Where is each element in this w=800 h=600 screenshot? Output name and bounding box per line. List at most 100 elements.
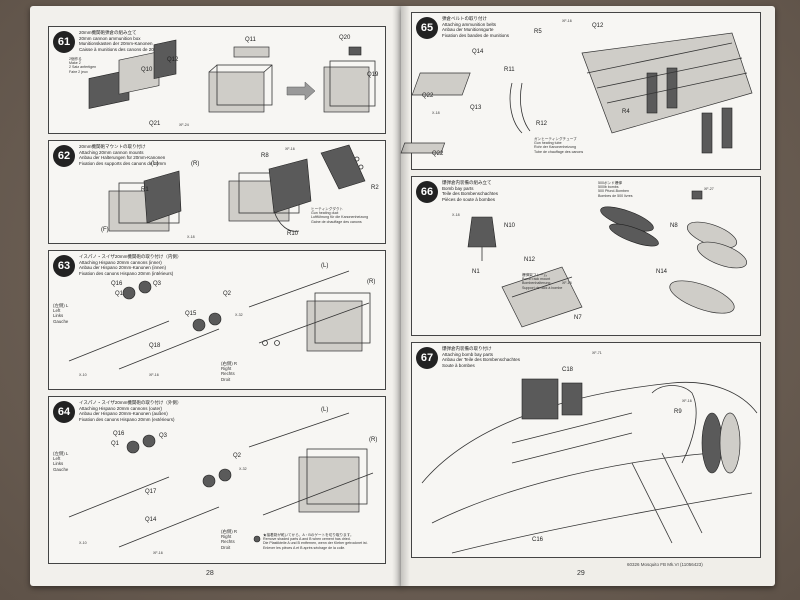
step-62-panel: 62 20mm機関砲マウントの取り付け Attaching 20mm canno… <box>48 140 386 244</box>
step-61-drawing <box>88 39 376 113</box>
step-65-part-label: R5 <box>534 29 542 35</box>
step-64-right-label: (右側) R Right Rechts Droit <box>221 529 238 550</box>
step-61-part-label: Q11 <box>245 37 256 43</box>
step-65-panel: 65 弾倉ベルトの取り付け Attaching ammunition belts… <box>400 12 761 170</box>
step-63-paint-code: X-10 <box>79 373 87 377</box>
step-65-title: 弾倉ベルトの取り付け Attaching ammunition belts An… <box>442 16 510 38</box>
step-63-part-label: Q16 <box>111 281 123 287</box>
step-65-part-label: Q12 <box>592 23 604 29</box>
step-65-part-label: R11 <box>504 67 515 73</box>
step-66-bomb-frame-label: 爆弾架フレーム Bomb rack mount Bombenhalterung … <box>522 273 563 290</box>
step-65-part-label: Q13 <box>470 105 482 111</box>
step-61-paint-code: XF-24 <box>179 123 189 127</box>
book-spine-shadow <box>392 6 410 586</box>
step-67-number: 67 <box>416 347 438 369</box>
step-66-paint-code: X-18 <box>452 213 460 217</box>
step-65-part-label: Q14 <box>472 49 484 55</box>
step-62-part-label: (F) <box>101 227 109 233</box>
step-63-part-label: Q1 <box>115 291 124 297</box>
step-61-part-label: Q10 <box>141 67 153 73</box>
step-66-bomb-label: 500ポンド爆弾 500lb bombs 500 Pfund-Bomben Bo… <box>598 181 633 198</box>
step-62-part-label: R1 <box>141 187 149 193</box>
left-page: 61 20mm機関砲弾倉の組み立て 20mm cannon ammunition… <box>30 6 402 586</box>
step-61-part-label: Q21 <box>149 121 161 127</box>
step-64-left-label: (左側) L Left Links Gauche <box>53 451 69 472</box>
left-page-number: 28 <box>206 570 214 577</box>
step-65-part-label: R12 <box>536 121 548 127</box>
step-63-number: 63 <box>53 255 75 277</box>
step-64-paint-code: XF-16 <box>153 551 163 555</box>
step-64-part-label: Q14 <box>145 517 157 523</box>
step-64-panel: 64 イスパノ・スイザ20mm機関砲の取り付け（外側） Attaching Hi… <box>48 396 386 564</box>
step-64-drawing <box>68 412 374 548</box>
step-64-part-label: Q17 <box>145 489 157 495</box>
step-62-duct-label: ヒーティングダクト Gun heating duct Luftführung f… <box>311 207 369 224</box>
step-66-panel: 66 爆弾倉内装備の組み立て Bomb bay parts Teile des … <box>411 176 761 336</box>
step-65-number: 65 <box>416 17 438 39</box>
step-66-part-label: N7 <box>574 315 582 321</box>
step-63-panel: 63 イスパノ・スイザ20mm機関砲の取り付け（内側） Attaching Hi… <box>48 250 386 390</box>
step-61-part-label: Q19 <box>367 72 379 78</box>
step-65-part-label: Q22 <box>432 151 444 157</box>
step-64-part-label: Q2 <box>233 453 242 459</box>
step-63-part-label: (R) <box>367 279 376 285</box>
step-63-paint-code: XF-16 <box>149 373 159 377</box>
step-63-left-label: (左側) L Left Links Gauche <box>53 303 69 324</box>
step-62-paint-code: XF-16 <box>285 147 295 151</box>
step-63-title: イスパノ・スイザ20mm機関砲の取り付け（内側） Attaching Hispa… <box>79 254 182 276</box>
step-66-part-label: N10 <box>504 223 516 229</box>
step-62-part-label: R10 <box>287 231 299 237</box>
step-66-part-label: N8 <box>670 223 678 229</box>
step-62-paint-code: X-18 <box>187 235 195 239</box>
step-66-number: 66 <box>416 181 438 203</box>
step-67-panel: 67 爆弾倉内装備の取り付け Attaching bomb bay parts … <box>411 342 761 558</box>
step-62-part-label: (L) <box>151 161 159 167</box>
step-66-paint-code: XF-16 <box>562 281 572 285</box>
step-61-panel: 61 20mm機関砲弾倉の組み立て 20mm cannon ammunition… <box>48 26 386 134</box>
step-67-part-label: R9 <box>674 409 682 415</box>
step-65-part-label: R4 <box>622 109 630 115</box>
step-63-part-label: Q15 <box>185 311 197 317</box>
step-63-paint-code: X-32 <box>235 313 243 317</box>
step-64-part-label: Q16 <box>113 431 125 437</box>
step-66-paint-code: XF-27 <box>704 187 714 191</box>
step-62-part-label: R2 <box>371 185 379 191</box>
step-67-title: 爆弾倉内装備の取り付け Attaching bomb bay parts Anb… <box>442 346 520 368</box>
step-61-number: 61 <box>53 31 75 53</box>
step-67-part-label: C16 <box>532 537 544 543</box>
step-66-part-label: N1 <box>472 269 480 275</box>
step-65-drawing <box>400 32 753 154</box>
step-67-paint-code: XF-16 <box>682 399 692 403</box>
step-65-paint-code: X-18 <box>432 111 440 115</box>
step-61-title: 20mm機関砲弾倉の組み立て 20mm cannon ammunition bo… <box>79 30 162 52</box>
right-page: 65 弾倉ベルトの取り付け Attaching ammunition belts… <box>400 6 775 586</box>
step-67-paint-code: XF-71 <box>592 351 602 355</box>
step-65-duct-label: ガンヒーティングチューブ Gun heating tube Rohr der K… <box>534 137 584 154</box>
step-66-part-label: N14 <box>656 269 668 275</box>
step-61-part-label: Q12 <box>167 57 179 63</box>
step-62-part-label: (R) <box>191 161 200 167</box>
step-62-drawing <box>108 144 366 232</box>
right-page-footer-code: 60326 Mosquito FB Mk.VI (11056423) <box>627 562 703 567</box>
step-66-title: 爆弾倉内装備の組み立て Bomb bay parts Teile des Bom… <box>442 180 499 202</box>
step-67-part-label: C18 <box>562 367 574 373</box>
step-64-number: 64 <box>53 401 75 423</box>
step-62-part-label: R8 <box>261 153 269 159</box>
right-page-number: 29 <box>577 570 585 577</box>
step-61-part-label: Q20 <box>339 35 351 41</box>
step-64-paint-code: X-32 <box>239 467 247 471</box>
step-67-drawing <box>421 378 758 554</box>
step-61-note: 2個作る Make 2 2 Satz anfertigen Faire 2 je… <box>69 57 97 74</box>
step-64-part-label: (R) <box>369 437 378 443</box>
step-64-part-label: Q1 <box>111 441 120 447</box>
step-64-cement-note: ★接着剤が乾いてから、A・Bのゲートを切り取ります。 Remove shaded… <box>263 533 368 550</box>
step-63-part-label: Q3 <box>153 281 162 287</box>
step-62-title: 20mm機関砲マウントの取り付け Attaching 20mm cannon m… <box>79 144 167 166</box>
step-63-drawing <box>68 270 371 370</box>
step-65-part-label: Q22 <box>422 93 434 99</box>
step-63-part-label: Q2 <box>223 291 232 297</box>
step-62-number: 62 <box>53 145 75 167</box>
step-63-part-label: (L) <box>321 263 329 269</box>
step-64-title: イスパノ・スイザ20mm機関砲の取り付け（外側） Attaching Hispa… <box>79 400 182 422</box>
step-65-paint-code: XF-16 <box>562 19 572 23</box>
